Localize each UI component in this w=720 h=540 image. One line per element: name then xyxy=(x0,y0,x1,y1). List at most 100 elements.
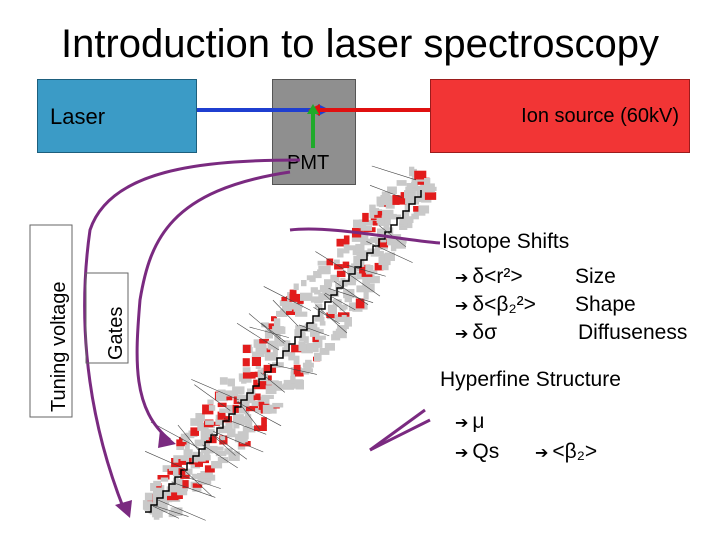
nuclide-cell xyxy=(378,256,391,266)
nuclide-cell xyxy=(261,417,267,427)
nuclide-cell xyxy=(232,386,245,395)
nuclide-cell xyxy=(255,363,261,369)
nuclide-cell xyxy=(344,294,352,303)
nuclide-cell xyxy=(259,338,269,344)
nuclide-cell xyxy=(192,487,202,492)
nuclide-cell xyxy=(274,332,281,342)
leader-line xyxy=(343,269,381,297)
nuclide-cell xyxy=(242,426,256,433)
nuclide-cell xyxy=(168,465,180,471)
nuclide-cell xyxy=(317,260,329,266)
nuclide-cell xyxy=(159,503,168,513)
nuclide-cell xyxy=(272,402,284,408)
nuclide-cell xyxy=(178,468,186,475)
nuclide-cell xyxy=(238,373,246,380)
nuclide-cell xyxy=(283,379,296,389)
nuclide-cell xyxy=(380,195,391,205)
nuclide-cell xyxy=(190,427,199,436)
nuclide-cell xyxy=(319,321,326,326)
nuclide-cell xyxy=(211,461,223,469)
isotope-meaning: Diffuseness xyxy=(578,321,688,344)
nuclide-cell xyxy=(153,480,161,487)
nuclide-cell xyxy=(220,436,226,441)
arrow-right-icon: ➔ xyxy=(455,270,469,287)
nuclide-cell xyxy=(387,213,397,219)
nuclide-cell xyxy=(326,258,334,266)
nuclide-cell xyxy=(338,249,350,254)
nuclide-cell xyxy=(373,208,380,215)
nuclide-cell xyxy=(268,323,276,330)
nuclide-cell xyxy=(424,192,437,200)
nuclide-cell xyxy=(272,362,284,368)
nuclide-cell xyxy=(194,462,203,467)
nuclide-cell xyxy=(251,356,261,366)
nuclide-cell xyxy=(251,401,264,407)
nuclide-cell xyxy=(355,243,365,253)
leader-line xyxy=(369,185,402,198)
nuclide-cell xyxy=(233,418,240,429)
tuning-voltage-frame xyxy=(29,224,73,418)
nuclide-cell xyxy=(291,344,302,353)
nuclide-cell xyxy=(376,251,384,256)
leader-line xyxy=(347,265,386,277)
leader-line xyxy=(249,326,290,338)
nuclide-cell xyxy=(343,289,355,299)
nuclide-cell xyxy=(215,451,227,457)
nuclide-cell xyxy=(348,275,356,284)
nuclide-cell xyxy=(241,397,250,407)
nuclide-cell xyxy=(185,468,193,475)
nuclide-cell xyxy=(356,285,367,293)
nuclide-cell xyxy=(202,404,214,415)
leader-line xyxy=(194,384,231,411)
nuclide-cell xyxy=(360,238,372,246)
nuclide-cell xyxy=(295,379,304,390)
leader-line xyxy=(261,323,286,343)
isotope-item-diffuseness: ➔δσ xyxy=(455,321,497,345)
nuclide-cell xyxy=(242,358,250,367)
nuclide-cell xyxy=(327,304,337,314)
nuclide-cell xyxy=(414,170,427,180)
nuclide-cell xyxy=(404,204,410,213)
leader-line xyxy=(157,499,206,521)
nuclide-cell xyxy=(409,189,416,200)
nuclide-cell xyxy=(293,306,302,312)
nuclide-cell xyxy=(218,425,230,434)
nuclide-cell xyxy=(279,309,287,314)
nuclide-cell xyxy=(295,311,308,317)
nuclide-cell xyxy=(356,271,366,280)
nuclide-cell xyxy=(313,338,323,348)
leader-line xyxy=(272,299,299,327)
nuclide-cell xyxy=(411,177,417,188)
nuclide-cell xyxy=(309,322,316,328)
nuclide-cell xyxy=(334,259,340,264)
nuclide-cell xyxy=(194,439,207,447)
nuclide-cell xyxy=(217,411,224,420)
nuclide-cell xyxy=(264,352,277,361)
nuclide-cell xyxy=(390,243,397,252)
nuclide-cell xyxy=(247,388,256,396)
hyperfine-qs: ➔Qs xyxy=(455,440,499,464)
qs-symbol: Qs xyxy=(472,440,500,463)
nuclide-cell xyxy=(156,510,163,518)
leader-line xyxy=(150,421,200,449)
nuclide-cell xyxy=(355,298,365,309)
nuclide-cell xyxy=(356,253,367,260)
isotope-symbol: δ<β₂²> xyxy=(472,293,536,316)
nuclide-cell xyxy=(176,494,183,499)
purple-arrows xyxy=(83,158,441,513)
nuclide-cell xyxy=(150,483,157,492)
nuclide-cell xyxy=(372,220,382,226)
nuclide-cell xyxy=(344,317,352,327)
isotope-meaning: Size xyxy=(575,265,616,288)
nuclide-cell xyxy=(192,483,203,488)
nuclide-cell xyxy=(325,284,332,291)
nuclide-cell xyxy=(278,340,289,347)
nuclide-cell xyxy=(369,204,376,212)
nuclide-cell xyxy=(411,213,419,220)
nuclide-cell xyxy=(396,180,407,186)
nuclide-cell xyxy=(362,231,369,240)
nuclide-cell xyxy=(282,301,292,312)
nuclide-cell xyxy=(219,377,228,385)
nuclide-cell xyxy=(246,405,258,412)
